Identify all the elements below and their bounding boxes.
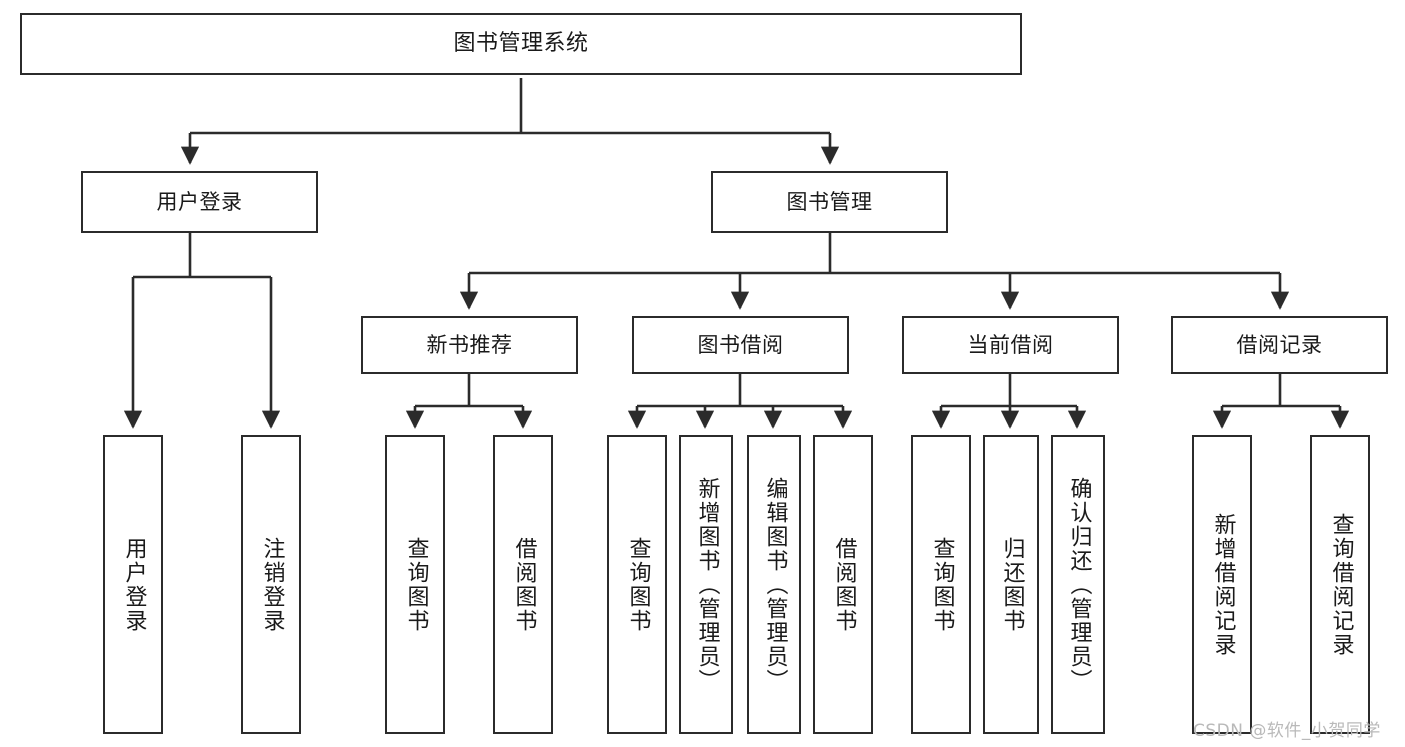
node-leaf-edit-book-label: 编辑图书（管理员） — [762, 476, 788, 693]
node-leaf-borrow-book-1[interactable]: 借阅图书 — [493, 435, 553, 734]
node-book-borrow-label: 图书借阅 — [697, 332, 784, 357]
node-leaf-user-login[interactable]: 用户登录 — [103, 435, 163, 734]
node-root-system-label: 图书管理系统 — [453, 31, 589, 57]
node-leaf-borrow-book-2-label: 借阅图书 — [831, 536, 857, 633]
node-leaf-query-record[interactable]: 查询借阅记录 — [1310, 435, 1370, 734]
node-leaf-logout-login[interactable]: 注销登录 — [241, 435, 301, 734]
node-book-borrow[interactable]: 图书借阅 — [632, 316, 849, 374]
node-leaf-return-book-label: 归还图书 — [999, 536, 1025, 633]
node-leaf-query-book-1[interactable]: 查询图书 — [385, 435, 445, 734]
node-leaf-add-record-label: 新增借阅记录 — [1210, 512, 1236, 657]
node-leaf-user-login-label: 用户登录 — [121, 536, 147, 633]
node-borrow-record[interactable]: 借阅记录 — [1171, 316, 1388, 374]
node-leaf-query-book-3[interactable]: 查询图书 — [911, 435, 971, 734]
node-leaf-borrow-book-2[interactable]: 借阅图书 — [813, 435, 873, 734]
node-new-book-recommend[interactable]: 新书推荐 — [361, 316, 578, 374]
node-leaf-borrow-book-1-label: 借阅图书 — [511, 536, 537, 633]
node-leaf-confirm-return-label: 确认归还（管理员） — [1066, 476, 1092, 693]
node-leaf-confirm-return[interactable]: 确认归还（管理员） — [1051, 435, 1105, 734]
node-root-system[interactable]: 图书管理系统 — [20, 13, 1022, 75]
node-leaf-query-record-label: 查询借阅记录 — [1328, 512, 1354, 657]
node-user-login[interactable]: 用户登录 — [81, 171, 318, 233]
node-current-borrow-label: 当前借阅 — [967, 332, 1054, 357]
node-leaf-edit-book[interactable]: 编辑图书（管理员） — [747, 435, 801, 734]
node-borrow-record-label: 借阅记录 — [1236, 332, 1323, 357]
node-leaf-add-book-label: 新增图书（管理员） — [694, 476, 720, 693]
node-current-borrow[interactable]: 当前借阅 — [902, 316, 1119, 374]
node-leaf-query-book-1-label: 查询图书 — [403, 536, 429, 633]
node-leaf-query-book-3-label: 查询图书 — [929, 536, 955, 633]
node-leaf-return-book[interactable]: 归还图书 — [983, 435, 1039, 734]
node-new-book-recommend-label: 新书推荐 — [426, 332, 513, 357]
node-leaf-add-record[interactable]: 新增借阅记录 — [1192, 435, 1252, 734]
csdn-watermark: CSDN @软件_小贺同学 — [1193, 721, 1381, 741]
node-leaf-logout-login-label: 注销登录 — [259, 536, 285, 633]
node-leaf-add-book[interactable]: 新增图书（管理员） — [679, 435, 733, 734]
node-user-login-label: 用户登录 — [156, 189, 243, 214]
node-book-manage[interactable]: 图书管理 — [711, 171, 948, 233]
node-leaf-query-book-2[interactable]: 查询图书 — [607, 435, 667, 734]
node-leaf-query-book-2-label: 查询图书 — [625, 536, 651, 633]
node-book-manage-label: 图书管理 — [786, 189, 873, 214]
